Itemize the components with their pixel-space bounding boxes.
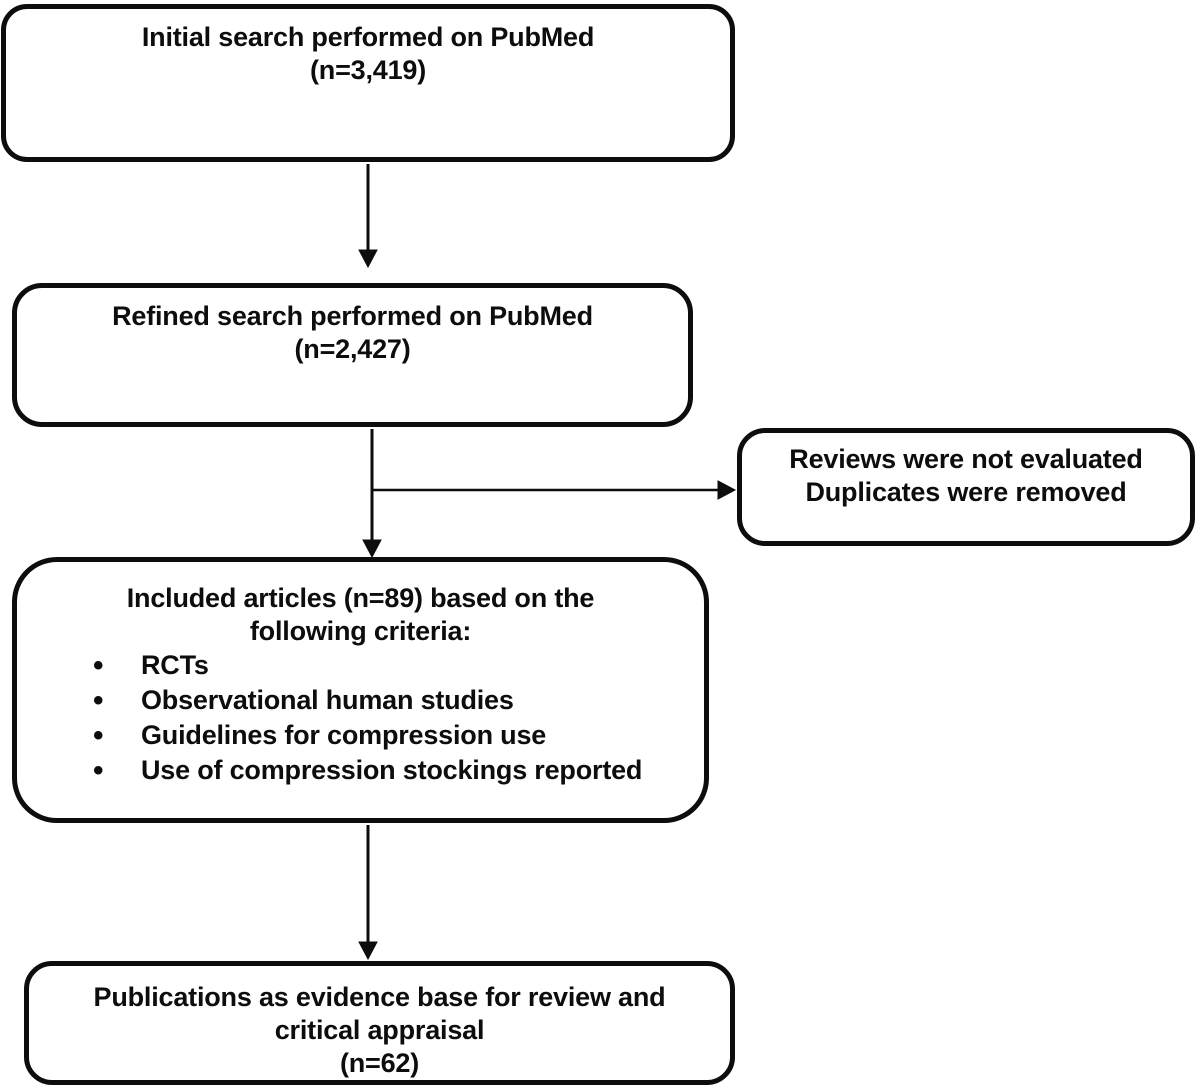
box-refined-search: Refined search performed on PubMed (n=2,… [12,283,693,427]
arrow-initial-to-refined [358,164,378,269]
final-count: (n=62) [339,1048,420,1078]
box-final-publications: Publications as evidence base for review… [24,961,735,1085]
box-exclusion-note: Reviews were not evaluated Duplicates we… [737,428,1195,546]
final-text-line1: Publications as evidence base for review… [93,982,666,1012]
list-item: • Guidelines for compression use [17,718,704,753]
bullet-icon: • [93,649,104,682]
box-initial-search: Initial search performed on PubMed (n=3,… [1,4,735,162]
initial-search-count: (n=3,419) [309,55,426,85]
box-included-articles: Included articles (n=89) based on the fo… [12,557,709,823]
bullet-icon: • [93,754,104,787]
refined-search-text: Refined search performed on PubMed [112,301,593,331]
exclusion-text-line2: Duplicates were removed [805,477,1127,507]
bullet-icon: • [93,719,104,752]
criteria-list: • RCTs • Observational human studies • G… [17,648,704,788]
arrow-refined-to-included [362,429,382,559]
list-item: • Use of compression stockings reported [17,753,704,788]
criteria-text: Observational human studies [141,685,514,715]
final-text-line2: critical appraisal [274,1015,485,1045]
refined-search-count: (n=2,427) [294,334,411,364]
criteria-text: Use of compression stockings reported [141,755,643,785]
exclusion-text-line1: Reviews were not evaluated [789,444,1143,474]
bullet-icon: • [93,684,104,717]
list-item: • RCTs [17,648,704,683]
arrow-branch-to-exclusion [372,480,737,500]
arrow-included-to-final [358,825,378,961]
included-heading-line1: Included articles (n=89) based on the [126,583,595,613]
list-item: • Observational human studies [17,683,704,718]
initial-search-text: Initial search performed on PubMed [141,22,595,52]
included-heading-line2: following criteria: [249,616,472,646]
criteria-text: Guidelines for compression use [141,720,547,750]
criteria-text: RCTs [141,650,209,680]
